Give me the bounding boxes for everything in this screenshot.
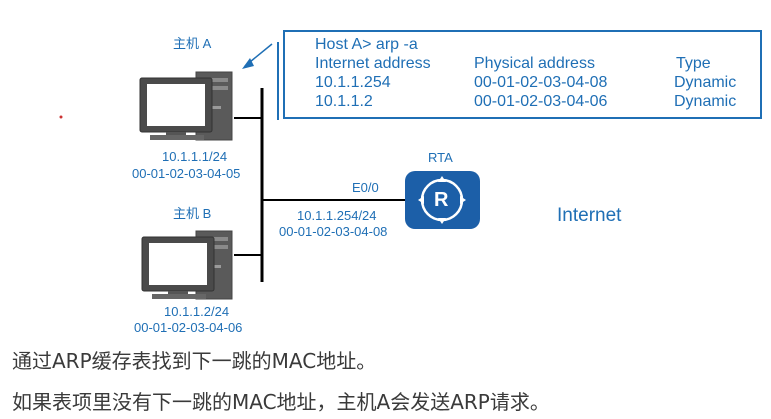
arp-row-2-mac: 00-01-02-03-04-06	[474, 93, 608, 110]
caption-line-2: 如果表项里没有下一跳的MAC地址，主机A会发送ARP请求。	[12, 390, 550, 414]
host-b-ip: 10.1.1.2/24	[164, 304, 230, 319]
callout-arrowhead	[242, 58, 254, 69]
arp-command: Host A> arp -a	[315, 36, 418, 53]
router-interface: E0/0	[352, 180, 379, 195]
host-a-computer-icon	[139, 71, 233, 141]
host-b-name: 主机 B	[173, 206, 212, 221]
arp-row-1-mac: 00-01-02-03-04-08	[474, 74, 608, 91]
arp-header-physical: Physical address	[474, 55, 595, 72]
host-a-ip: 10.1.1.1/24	[162, 149, 228, 164]
arp-row-1-type: Dynamic	[674, 74, 737, 91]
caption-line-1: 通过ARP缓存表找到下一跳的MAC地址。	[12, 349, 377, 373]
router-letter: R	[434, 189, 449, 211]
router-ip: 10.1.1.254/24	[297, 208, 377, 223]
stray-dot	[59, 115, 63, 119]
internet-label: Internet	[557, 205, 622, 226]
arp-header-type: Type	[676, 55, 711, 72]
router-name: RTA	[428, 150, 453, 165]
host-a-mac: 00-01-02-03-04-05	[132, 166, 241, 181]
arp-row-2-type: Dynamic	[674, 93, 737, 110]
arp-row-1-ip: 10.1.1.254	[315, 74, 391, 91]
host-b-mac: 00-01-02-03-04-06	[134, 320, 243, 335]
arp-row-2-ip: 10.1.1.2	[315, 93, 373, 110]
router-icon	[405, 171, 480, 229]
host-a-name: 主机 A	[173, 36, 212, 51]
host-b-computer-icon	[141, 230, 233, 300]
router-mac: 00-01-02-03-04-08	[279, 224, 388, 239]
arp-table-box	[283, 30, 762, 119]
arp-header-internet: Internet address	[315, 55, 431, 72]
